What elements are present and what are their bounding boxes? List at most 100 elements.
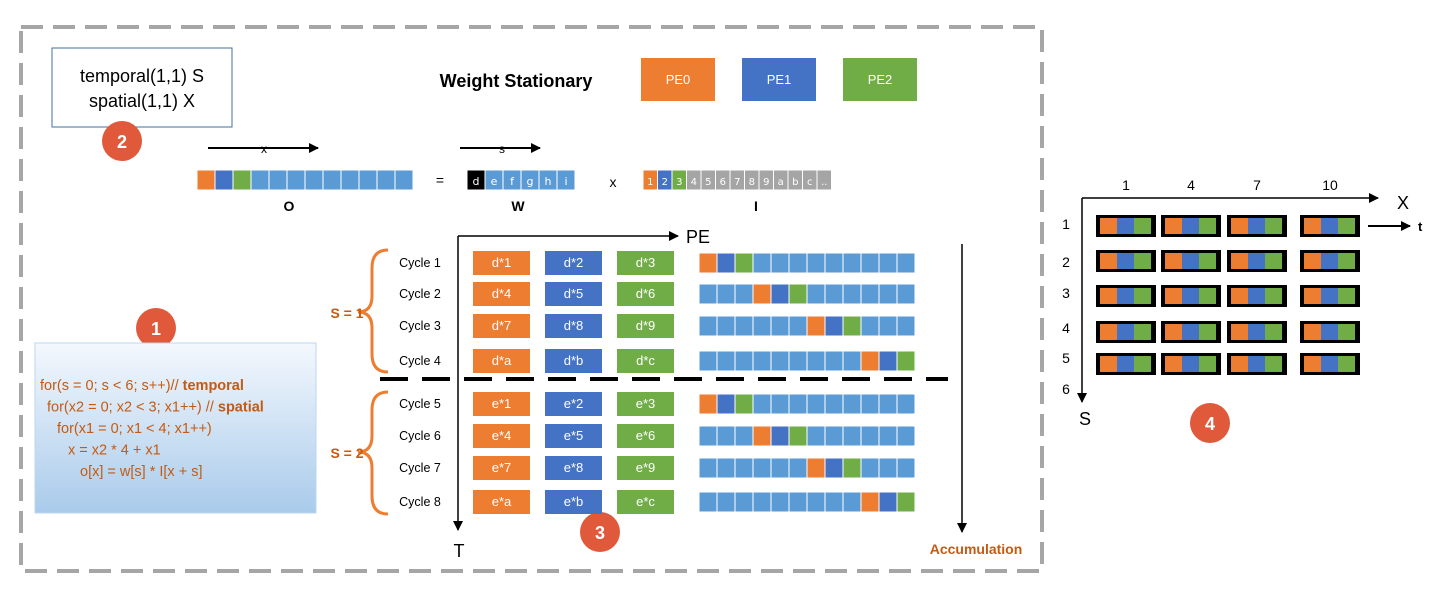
grid-s-label: 2: [1062, 254, 1070, 270]
accum-cell: [716, 457, 736, 479]
accum-cell: [842, 393, 862, 415]
accum-cell: [860, 491, 880, 513]
grid-s-label: 3: [1062, 285, 1070, 301]
w-cell: e: [484, 169, 504, 191]
svg-text:d*1: d*1: [492, 255, 512, 270]
accum-cell: [842, 350, 862, 372]
w-cell: d: [466, 169, 486, 191]
i-cell: 9: [758, 169, 774, 191]
accum-cell: [698, 315, 718, 337]
accum-cell: [698, 252, 718, 274]
accum-cell: [896, 315, 916, 337]
badge-3: 3: [580, 512, 620, 552]
accum-cell: [806, 425, 826, 447]
badge-4: 4: [1190, 403, 1230, 443]
i-cell: a: [773, 169, 789, 191]
accum-cell: [878, 491, 898, 513]
i-cell: 2: [657, 169, 673, 191]
pe-axis-label: PE: [686, 227, 710, 247]
times-sign: x: [610, 174, 617, 190]
t-axis-label: T: [454, 541, 465, 561]
i-cell: 1: [642, 169, 658, 191]
pe-array-cell: [1096, 353, 1156, 375]
o-cell: [304, 169, 324, 191]
accum-cell: [842, 252, 862, 274]
pe-array-cell: [1300, 321, 1360, 343]
i-cell: 4: [686, 169, 702, 191]
accum-cell: [698, 491, 718, 513]
o-cell: [214, 169, 234, 191]
svg-text:4: 4: [1205, 414, 1215, 434]
legend-label: PE2: [868, 72, 893, 87]
pe-op-box: e*9: [617, 456, 674, 480]
accum-cell: [860, 393, 880, 415]
svg-text:a: a: [778, 177, 784, 188]
pe-op-box: e*4: [473, 424, 530, 448]
accum-cell: [842, 491, 862, 513]
accum-cell: [824, 491, 844, 513]
pe-op-box: d*3: [617, 251, 674, 275]
pe-op-box: e*c: [617, 490, 674, 514]
svg-text:f: f: [510, 175, 515, 188]
legend-label: PE1: [767, 72, 792, 87]
accum-cell: [878, 457, 898, 479]
accum-cell: [860, 350, 880, 372]
i-cell: ..: [816, 169, 832, 191]
accum-cell: [824, 315, 844, 337]
svg-text:e*9: e*9: [636, 460, 656, 475]
grid-s-label: 5: [1062, 350, 1070, 366]
accum-cell: [806, 350, 826, 372]
svg-text:6: 6: [720, 177, 726, 188]
grid-s-label: 4: [1062, 320, 1070, 336]
code-line: for(x1 = 0; x1 < 4; x1++): [57, 421, 212, 437]
accum-cell: [806, 491, 826, 513]
accum-cell: [878, 315, 898, 337]
pe-op-box: d*2: [545, 251, 602, 275]
svg-text:d*9: d*9: [636, 318, 656, 333]
legend-label: PE0: [666, 72, 691, 87]
o-cell: [268, 169, 288, 191]
o-cell: [340, 169, 360, 191]
svg-text:..: ..: [821, 177, 827, 188]
w-cell: h: [538, 169, 558, 191]
svg-text:2: 2: [662, 177, 668, 188]
accum-cell: [860, 457, 880, 479]
accum-cell: [752, 393, 772, 415]
pe-array-cell: [1227, 353, 1287, 375]
svg-text:h: h: [545, 175, 552, 188]
accum-cell: [770, 393, 790, 415]
svg-text:e*7: e*7: [492, 460, 512, 475]
accum-cell: [842, 425, 862, 447]
grid-x-axis-label: X: [1397, 193, 1409, 213]
code-line: x = x2 * 4 + x1: [68, 443, 161, 459]
accum-cell: [716, 393, 736, 415]
pe-array-cell: [1300, 215, 1360, 237]
legend-item-pe2: PE2: [843, 58, 917, 101]
svg-text:e*5: e*5: [564, 428, 584, 443]
accum-cell: [752, 457, 772, 479]
pe-op-box: e*3: [617, 392, 674, 416]
accum-cell: [806, 315, 826, 337]
o-cell: [250, 169, 270, 191]
accum-cell: [734, 315, 754, 337]
diagram-title: Weight Stationary: [440, 71, 593, 91]
accum-cell: [752, 491, 772, 513]
i-label: I: [754, 198, 758, 214]
svg-text:d*2: d*2: [564, 255, 584, 270]
grid-t-label: t: [1418, 219, 1423, 234]
equals-sign: =: [436, 172, 444, 188]
cycle-label: Cycle 2: [399, 287, 441, 301]
pe-array-cell: [1161, 321, 1221, 343]
code-line: for(x2 = 0; x2 < 3; x1++) // spatial: [47, 400, 264, 416]
pe-legend: PE0 PE1 PE2: [641, 58, 917, 101]
o-cell: [376, 169, 396, 191]
accum-cell: [698, 350, 718, 372]
accum-cell: [896, 457, 916, 479]
accum-cell: [698, 425, 718, 447]
accum-cell: [788, 315, 808, 337]
o-cell: [286, 169, 306, 191]
accum-cell: [842, 283, 862, 305]
badge-2: 2: [102, 121, 142, 161]
